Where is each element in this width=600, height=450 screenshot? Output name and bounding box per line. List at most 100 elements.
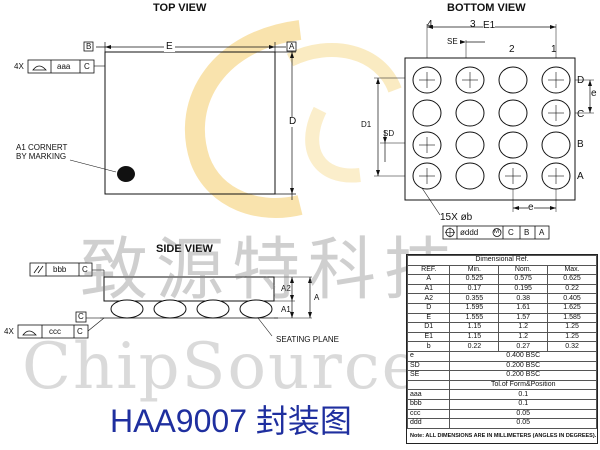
- dim-a1-label: A1: [281, 305, 291, 314]
- table-cell: 1.2: [498, 322, 549, 333]
- dim-e-pitch-label: e: [528, 202, 534, 213]
- solder-ball: [498, 131, 528, 159]
- table-cell: 1.25: [547, 322, 597, 333]
- table-cell: 0.525: [449, 274, 500, 285]
- top-view-title: TOP VIEW: [153, 2, 207, 14]
- bottom-view-title: BOTTOM VIEW: [447, 2, 526, 14]
- row-label-b: B: [577, 139, 584, 150]
- table-cell: A2: [406, 293, 451, 304]
- table-row: Tol.of Form&Position: [406, 379, 597, 391]
- table-cell: SD: [406, 360, 451, 372]
- table-cell: ccc: [406, 408, 451, 420]
- dim-a2-label: A2: [281, 284, 291, 293]
- table-cell: 1.57: [498, 312, 549, 324]
- table-cell: A1: [406, 283, 451, 295]
- datum-a-label: A: [289, 42, 295, 51]
- datum-b-label: B: [86, 42, 92, 51]
- table-cell: 1.25: [547, 331, 597, 343]
- table-cell: bbb: [406, 398, 451, 410]
- table-cell: 0.575: [498, 274, 549, 285]
- top-tol-ref: C: [84, 62, 90, 71]
- table-cell: 1.595: [449, 302, 500, 314]
- table-cell: 1.15: [449, 331, 500, 343]
- fcf-datum-c: C: [508, 228, 514, 237]
- side-tol-bbb: bbb: [53, 265, 67, 274]
- table-cell: 1.625: [547, 302, 597, 314]
- watermark-chinese: 致源特科技: [80, 231, 461, 310]
- row-label-d: D: [577, 75, 585, 86]
- table-cell: e: [406, 350, 451, 362]
- table-cell: 0.1: [449, 398, 597, 410]
- table-cell: 1.15: [449, 322, 500, 333]
- solder-ball: [455, 162, 485, 190]
- a1-note-line1: A1 CORNERT: [16, 143, 68, 152]
- solder-ball: [498, 66, 528, 94]
- table-cell: 0.27: [498, 341, 549, 352]
- table-cell: 0.22: [547, 283, 597, 295]
- table-cell: 0.200 BSC: [449, 360, 597, 372]
- table-cell: 0.355: [449, 293, 500, 304]
- dim-e-row-label: e: [591, 88, 597, 99]
- table-cell: D: [406, 302, 451, 314]
- table-cell: 1.61: [498, 302, 549, 314]
- table-cell: 0.400 BSC: [449, 350, 597, 362]
- col-label-1: 1: [551, 44, 557, 55]
- solder-ball: [412, 99, 442, 127]
- table-header-nom: Nom.: [498, 264, 549, 276]
- table-cell: 0.05: [449, 408, 597, 420]
- table-header-min: Min.: [449, 264, 500, 276]
- side-tol-ccc: ccc: [49, 327, 61, 336]
- dim-e-label: E: [164, 41, 175, 52]
- table-note: Note: ALL DIMENSIONS ARE IN MILLIMETERS …: [410, 433, 597, 439]
- table-header-ref: REF.: [406, 264, 451, 276]
- table-cell: 0.1: [449, 389, 597, 400]
- table-cell: 0.17: [449, 283, 500, 295]
- col-label-2: 2: [509, 44, 515, 55]
- datum-c-label: C: [78, 312, 84, 321]
- dim-a-label: A: [314, 293, 320, 302]
- dim-d-label: D: [289, 116, 297, 127]
- table-cell: 0.625: [547, 274, 597, 285]
- col-label-3: 3: [470, 19, 476, 30]
- table-cell: A: [406, 274, 451, 285]
- table-cell: aaa: [406, 389, 451, 400]
- dim-e1-label: E1: [483, 20, 496, 31]
- top-tol-value: aaa: [57, 62, 71, 71]
- table-cell: 0.32: [547, 341, 597, 352]
- row-label-c: C: [577, 109, 585, 120]
- side-tol-prefix: 4X: [4, 327, 14, 336]
- table-cell: 0.38: [498, 293, 549, 304]
- table-cell: SE: [406, 370, 451, 381]
- fcf-datum-b: B: [524, 228, 530, 237]
- solder-ball: [455, 131, 485, 159]
- table-title: Dimensional Ref.: [407, 255, 597, 266]
- row-label-a: A: [577, 171, 584, 182]
- side-tol-ccc-ref: C: [77, 327, 83, 336]
- table-cell: E1: [406, 331, 451, 343]
- table-header-max: Max.: [547, 264, 597, 276]
- table-cell: 0.200 BSC: [449, 370, 597, 381]
- table-cell: 1.585: [547, 312, 597, 324]
- table-cell: 0.22: [449, 341, 500, 352]
- drawing-caption: HAA9007 封装图: [110, 403, 352, 439]
- table-cell: 0.05: [449, 418, 597, 429]
- table-cell: D1: [406, 322, 451, 333]
- dim-sd-label: SD: [383, 129, 395, 138]
- table-cell: E: [406, 312, 451, 324]
